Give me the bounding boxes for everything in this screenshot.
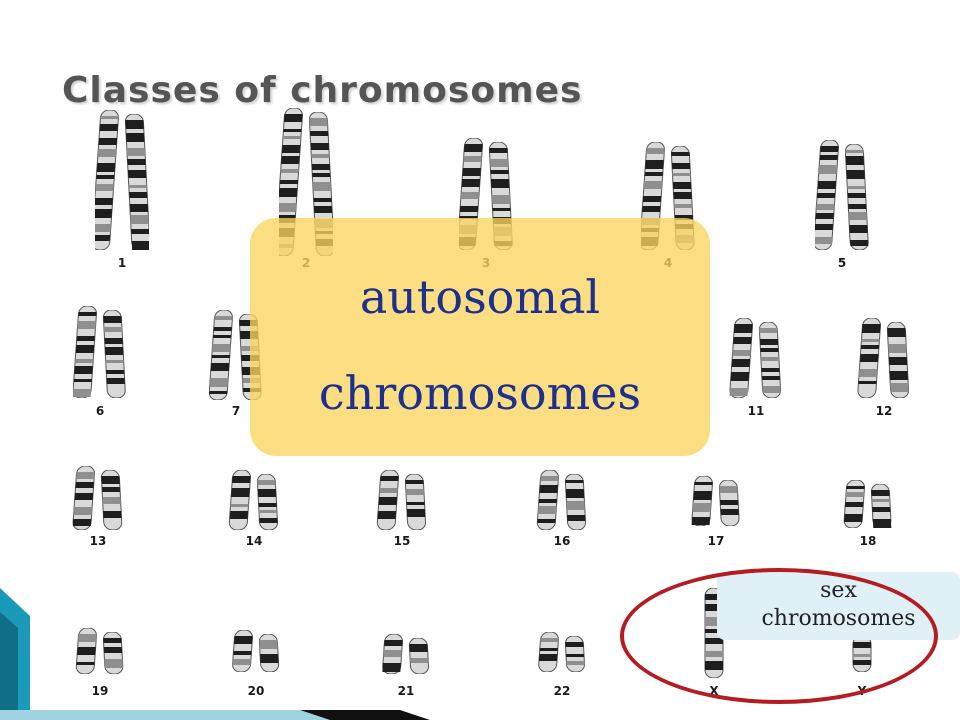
chromosome-label-17: 17 — [707, 534, 725, 548]
chromosome-label-1: 1 — [117, 256, 127, 270]
chromosome-11-left — [729, 318, 753, 398]
chromosome-11-right — [758, 322, 782, 398]
chromosome-15-left — [376, 470, 399, 530]
autosomal-label-line1: autosomal — [359, 270, 601, 324]
chromosome-17-left — [691, 476, 713, 526]
chromosome-14-right — [256, 474, 279, 530]
slide-title: Classes of chromosomes — [62, 70, 583, 111]
chromosome-5-left — [815, 140, 839, 250]
chromosome-label-14: 14 — [245, 534, 263, 548]
chromosome-label-13: 13 — [89, 534, 107, 548]
chromosome-17-right — [718, 480, 740, 526]
sex-chromosomes-highlight-ellipse — [620, 568, 938, 704]
chromosome-20-right — [258, 634, 280, 672]
chromosome-16-right — [564, 474, 587, 530]
chromosome-15-right — [404, 474, 427, 530]
chromosome-6-right — [102, 310, 126, 398]
chromosome-19-left — [75, 628, 97, 674]
chromosome-label-15: 15 — [393, 534, 411, 548]
chromosome-label-11: 11 — [747, 404, 765, 418]
chromosome-14-left — [228, 470, 251, 530]
chromosome-16-left — [536, 470, 559, 530]
chromosome-13-left — [72, 466, 95, 530]
bottom-accent-bar — [0, 710, 430, 720]
autosomal-label-line2: chromosomes — [318, 366, 642, 420]
chromosome-12-left — [857, 318, 881, 398]
chromosome-18-right — [870, 484, 892, 528]
chromosome-1-left — [95, 110, 119, 250]
chromosome-label-18: 18 — [859, 534, 877, 548]
chromosome-21-right — [408, 638, 429, 674]
chromosome-19-right — [102, 632, 124, 674]
chromosome-7-left — [209, 310, 233, 400]
chromosome-6-left — [73, 306, 97, 398]
chromosome-label-12: 12 — [875, 404, 893, 418]
chromosome-label-5: 5 — [837, 256, 847, 270]
chromosome-22-right — [564, 636, 585, 672]
chromosome-label-22: 22 — [553, 684, 571, 698]
chromosome-20-left — [232, 630, 253, 672]
left-accent-bar — [0, 588, 30, 720]
chromosome-label-6: 6 — [95, 404, 105, 418]
chromosome-18-left — [843, 480, 865, 528]
chromosome-13-right — [100, 470, 123, 530]
chromosome-label-7: 7 — [231, 404, 241, 418]
chromosome-21-left — [382, 634, 403, 674]
chromosome-label-19: 19 — [91, 684, 109, 698]
chromosome-5-right — [844, 144, 869, 250]
autosomal-callout: autosomal chromosomes — [250, 218, 710, 456]
chromosome-label-20: 20 — [247, 684, 265, 698]
chromosome-12-right — [886, 322, 910, 398]
chromosome-label-21: 21 — [397, 684, 415, 698]
chromosome-label-16: 16 — [553, 534, 571, 548]
chromosome-22-left — [538, 632, 559, 672]
chromosome-1-right — [124, 114, 149, 250]
